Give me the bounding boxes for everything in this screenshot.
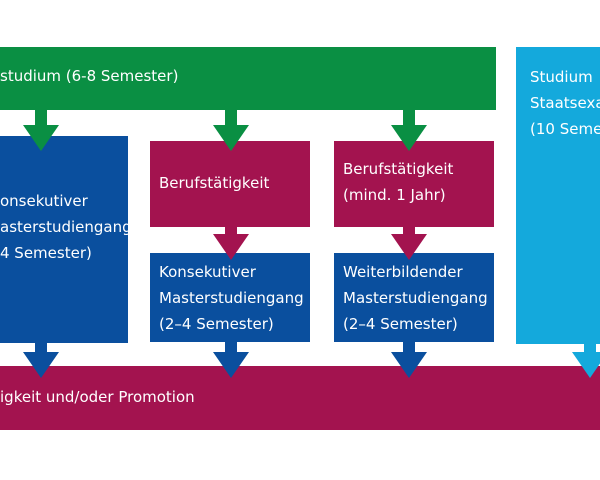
career-promotion-label: igkeit und/oder Promotion (0, 388, 195, 406)
continuing-master-line-3: (2–4 Semester) (343, 315, 458, 333)
continuing-master-line-2: Masterstudiengang (343, 289, 488, 307)
bachelor-study-label: studium (6-8 Semester) (0, 67, 179, 85)
arrow-down-icon (572, 342, 600, 378)
career-promotion-bar: igkeit und/oder Promotion (0, 366, 600, 430)
arrow-down-icon (23, 340, 59, 378)
professional-work-box-middle: Berufstätigkeit (150, 141, 310, 227)
consecutive-left-line-1: onsekutiver (0, 192, 88, 210)
consecutive-master-box-middle: Konsekutiver Masterstudiengang (2–4 Seme… (150, 253, 310, 342)
arrow-down-icon (391, 108, 427, 151)
state-exam-line-3: (10 Semes (530, 120, 600, 138)
state-exam-line-2: Staatsexa (530, 94, 600, 112)
professional-work-box-right: Berufstätigkeit (mind. 1 Jahr) (334, 141, 494, 227)
state-exam-line-1: Studium (530, 68, 593, 86)
arrow-down-icon (391, 225, 427, 260)
professional-work-right-line-1: Berufstätigkeit (343, 160, 454, 178)
continuing-master-line-1: Weiterbildender (343, 263, 463, 281)
consecutive-middle-line-3: (2–4 Semester) (159, 315, 274, 333)
arrow-down-icon (391, 340, 427, 378)
arrow-down-icon (213, 340, 249, 378)
consecutive-middle-line-2: Masterstudiengang (159, 289, 304, 307)
consecutive-middle-line-1: Konsekutiver (159, 263, 256, 281)
arrow-down-icon (23, 108, 59, 151)
state-exam-study-box: Studium Staatsexa (10 Semes (516, 47, 600, 344)
bachelor-study-bar: studium (6-8 Semester) (0, 47, 496, 110)
arrow-down-icon (213, 225, 249, 260)
continuing-master-box: Weiterbildender Masterstudiengang (2–4 S… (334, 253, 494, 342)
professional-work-middle-label: Berufstätigkeit (159, 174, 270, 192)
professional-work-right-line-2: (mind. 1 Jahr) (343, 186, 446, 204)
consecutive-left-line-2: asterstudiengang (0, 218, 128, 236)
consecutive-left-line-3: 4 Semester) (0, 244, 92, 262)
consecutive-master-box-left: onsekutiver asterstudiengang 4 Semester) (0, 136, 128, 343)
arrow-down-icon (213, 108, 249, 151)
